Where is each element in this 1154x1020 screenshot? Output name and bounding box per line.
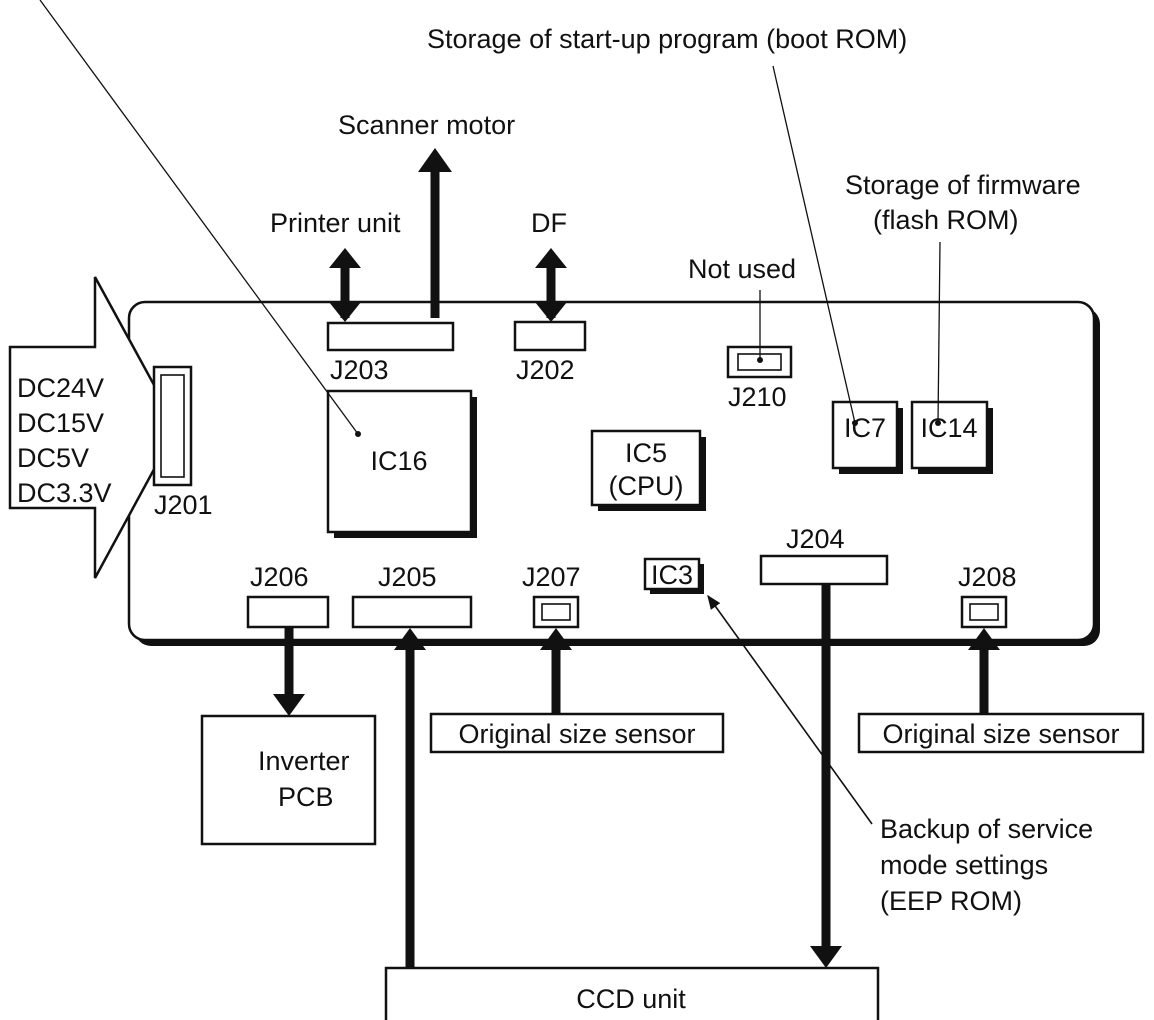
ccd-unit-label: CCD unit (576, 984, 686, 1014)
scanner-motor-arrow: Scanner motor (338, 110, 515, 318)
chip-ic5-cpu: IC5 (CPU) (590, 429, 706, 511)
backup-label-line1: Backup of service (880, 814, 1093, 844)
backup-label-line3: (EEP ROM) (880, 886, 1022, 916)
chip-label-ic5: IC5 (625, 438, 667, 468)
backup-label-line2: mode settings (880, 850, 1048, 880)
inverter-pcb-box: Inverter PCB (200, 714, 377, 846)
sensor-to-j207-arrow (540, 628, 572, 714)
chip-label-ic7: IC7 (844, 413, 886, 443)
power-dc15v: DC15V (17, 408, 104, 438)
chip-ic3: IC3 (643, 557, 704, 594)
not-used-callout: Not used (688, 254, 796, 363)
power-dc5v: DC5V (17, 443, 89, 473)
connector-j205: J205 (351, 562, 473, 629)
connector-j207: J207 (522, 562, 581, 629)
boot-rom-callout: Storage of start-up program (boot ROM) (427, 24, 907, 426)
power-dc24v: DC24V (17, 373, 104, 403)
chip-label-ic3: IC3 (651, 560, 693, 590)
connector-label-j201: J201 (154, 490, 213, 520)
connector-label-j204: J204 (786, 524, 845, 554)
connector-label-j208: J208 (958, 562, 1017, 592)
chip-ic7: IC7 (831, 400, 903, 474)
inverter-label-line2: PCB (278, 782, 334, 812)
original-size-sensor-left: Original size sensor (429, 712, 725, 754)
dc-power-input-arrow: DC24V DC15V DC5V DC3.3V (8, 276, 179, 579)
firmware-label-line2: (flash ROM) (873, 205, 1019, 235)
eeprom-callout: Backup of service mode settings (EEP ROM… (707, 594, 1093, 916)
chip-ic14: IC14 (910, 400, 993, 474)
power-dc3-3v: DC3.3V (17, 478, 112, 508)
sensor-right-label: Original size sensor (882, 719, 1119, 749)
chip-label-ic16: IC16 (370, 446, 427, 476)
boot-rom-label: Storage of start-up program (boot ROM) (427, 24, 907, 54)
connector-label-j207: J207 (522, 562, 581, 592)
not-used-label: Not used (688, 254, 796, 284)
df-arrow: DF (531, 208, 567, 322)
j204-to-ccd-arrow (810, 584, 842, 968)
connector-j206: J206 (246, 562, 330, 629)
scanner-motor-label: Scanner motor (338, 110, 515, 140)
firmware-label-line1: Storage of firmware (845, 170, 1081, 200)
connector-label-j206: J206 (250, 562, 309, 592)
connector-j201: J201 (152, 365, 213, 520)
connector-j204: J204 (759, 524, 889, 586)
j206-to-inverter-arrow (273, 627, 305, 716)
connector-j210: J210 (726, 345, 793, 412)
chip-ic16: IC16 (326, 389, 477, 538)
ccd-unit-box: CCD unit (384, 966, 880, 1020)
connector-j208: J208 (958, 562, 1017, 629)
connector-label-j203: J203 (330, 355, 389, 385)
printer-unit-label: Printer unit (270, 208, 401, 238)
connector-label-j205: J205 (378, 562, 437, 592)
connector-label-j210: J210 (728, 382, 787, 412)
connector-j203: J203 (326, 321, 455, 385)
ic16-callout (39, 0, 361, 437)
sensor-left-label: Original size sensor (458, 719, 695, 749)
ccd-to-j205-arrow (394, 628, 426, 968)
inverter-label-line1: Inverter (258, 746, 350, 776)
printer-unit-arrow: Printer unit (270, 208, 401, 322)
chip-label-cpu: (CPU) (609, 471, 684, 501)
df-label: DF (531, 208, 567, 238)
original-size-sensor-right: Original size sensor (857, 712, 1145, 754)
connector-j202: J202 (513, 320, 587, 385)
firmware-callout: Storage of firmware (flash ROM) (845, 170, 1081, 426)
chip-label-ic14: IC14 (920, 413, 977, 443)
sensor-to-j208-arrow (968, 628, 1000, 714)
connector-label-j202: J202 (516, 355, 575, 385)
